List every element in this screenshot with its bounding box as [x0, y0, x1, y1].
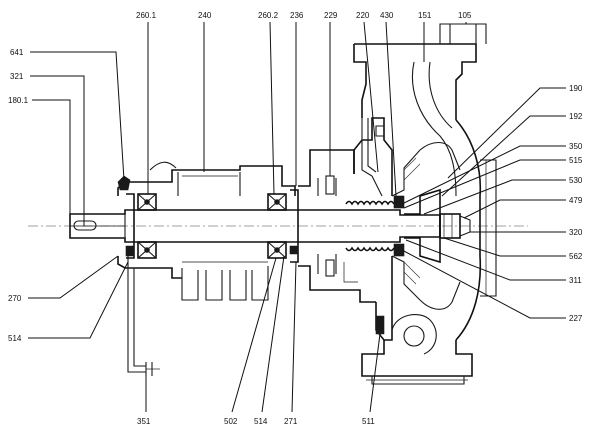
- leader-lines: [28, 21, 566, 413]
- label-479: 479: [569, 196, 583, 205]
- oil-fitting: [117, 175, 131, 191]
- label-240: 240: [198, 11, 212, 20]
- label-271: 271: [284, 417, 298, 426]
- bearing-right: [267, 193, 287, 259]
- label-311: 311: [569, 276, 582, 285]
- label-502: 502: [224, 417, 238, 426]
- label-430: 430: [380, 11, 394, 20]
- label-351: 351: [137, 417, 151, 426]
- label-190: 190: [569, 84, 583, 93]
- bearing-covers: [125, 189, 299, 263]
- label-105: 105: [458, 11, 472, 20]
- label-514-bottom: 514: [254, 417, 268, 426]
- label-321: 321: [10, 72, 24, 81]
- bearing-left: [137, 193, 157, 259]
- label-641: 641: [10, 48, 24, 57]
- label-229: 229: [324, 11, 338, 20]
- label-236: 236: [290, 11, 304, 20]
- casing-cover: [353, 117, 421, 341]
- label-320: 320: [569, 228, 583, 237]
- label-515: 515: [569, 156, 583, 165]
- label-530: 530: [569, 176, 583, 185]
- label-227: 227: [569, 314, 583, 323]
- bearing-bracket: [117, 161, 296, 301]
- label-260-2: 260.2: [258, 11, 279, 20]
- label-192: 192: [569, 112, 583, 121]
- label-350: 350: [569, 142, 583, 151]
- label-180-1: 180.1: [8, 96, 29, 105]
- label-151: 151: [418, 11, 432, 20]
- label-514-left: 514: [8, 334, 22, 343]
- mechanical-seal: [345, 195, 405, 257]
- flush-pipe: [361, 118, 383, 197]
- label-562: 562: [569, 252, 583, 261]
- drain-pipe: [127, 268, 160, 376]
- label-260-1: 260.1: [136, 11, 157, 20]
- label-270: 270: [8, 294, 22, 303]
- pump-assembly: [28, 23, 528, 385]
- label-511: 511: [362, 417, 375, 426]
- part-labels: 260.1 240 260.2 236 229 220 430 151 105 …: [8, 11, 583, 426]
- label-220: 220: [356, 11, 370, 20]
- impeller: [404, 188, 471, 264]
